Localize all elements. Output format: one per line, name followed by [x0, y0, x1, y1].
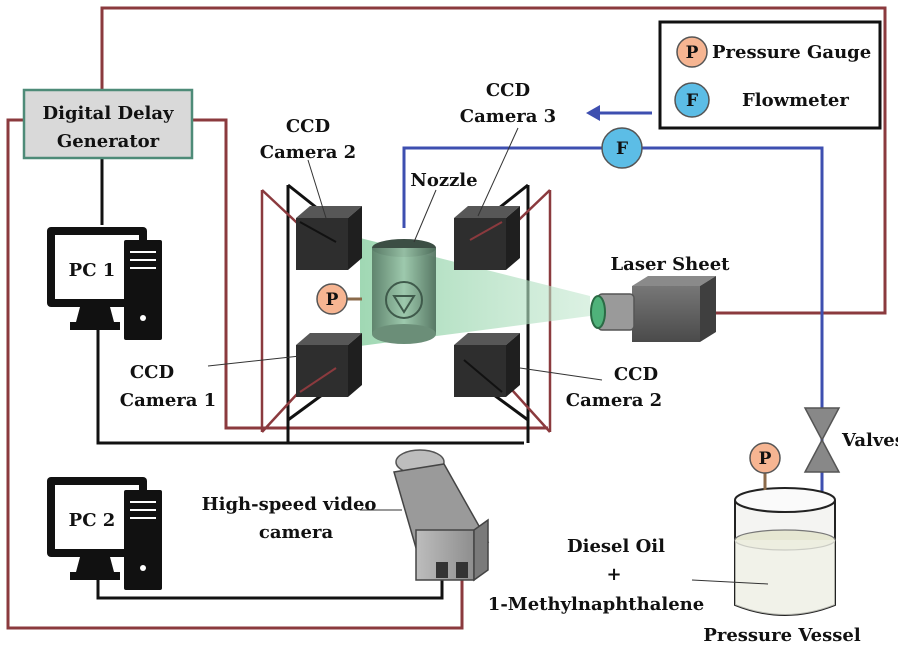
legend-pressure-symbol: P: [686, 43, 699, 63]
pc1-label: PC 1: [69, 260, 116, 281]
flowmeter-symbol: F: [616, 139, 628, 159]
pressure-gauge-chamber: P: [316, 283, 362, 315]
fuel-label-3: 1-Methylnaphthalene: [488, 594, 704, 615]
pressure-gauge-vessel: P: [749, 442, 781, 474]
leader-lines: [207, 127, 769, 585]
high-speed-video-camera: [393, 449, 490, 582]
ccd-camera-3-label-1: CCD: [486, 80, 530, 101]
fuel-label-1: Diesel Oil: [567, 536, 665, 557]
cable-highspeed-to-pc2: [96, 565, 444, 600]
ccd-camera-2-right-label-1: CCD: [614, 364, 658, 385]
generator-label-line2: Generator: [57, 131, 160, 152]
wire-generator-to-laser: [100, 6, 887, 315]
fuel-label-2: +: [606, 564, 621, 585]
valve: [803, 407, 841, 473]
ccd-camera-3: [454, 206, 520, 270]
legend-flow-symbol: F: [686, 91, 698, 111]
wire-generator-to-highspeed: [6, 118, 464, 630]
laser-sheet-label: Laser Sheet: [611, 254, 731, 275]
pc2-label: PC 2: [69, 510, 116, 531]
high-speed-camera-label-1: High-speed video: [202, 494, 377, 515]
signal-wires: [6, 6, 887, 630]
ccd-camera-1-label-2: Camera 1: [120, 390, 216, 411]
digital-delay-generator: Digital Delay Generator: [22, 88, 194, 160]
ccd-camera-1: [296, 333, 362, 397]
valves-label: Valves: [841, 430, 898, 451]
pc2: PC 2: [47, 477, 162, 590]
ccd-camera-2-left-label-1: CCD: [286, 116, 330, 137]
ccd-camera-3-label-2: Camera 3: [460, 106, 556, 127]
cable-cameras-to-pc1: [96, 330, 524, 445]
nozzle: [372, 239, 436, 344]
ccd-camera-2-right-label-2: Camera 2: [566, 390, 662, 411]
arrow-head: [586, 105, 600, 121]
ccd-camera-2-right: [454, 333, 520, 397]
ccd-camera-2-left-label-2: Camera 2: [260, 142, 356, 163]
laser-sheet-unit: [590, 276, 716, 342]
high-speed-camera-label-2: camera: [259, 522, 334, 543]
pressure-vessel: [734, 472, 836, 616]
nozzle-label: Nozzle: [410, 170, 477, 191]
gauge-chamber-symbol: P: [326, 290, 339, 310]
ccd-camera-1-label-1: CCD: [130, 362, 174, 383]
legend: P Pressure Gauge F Flowmeter: [658, 20, 882, 130]
data-cables: [96, 158, 524, 600]
legend-flow-label: Flowmeter: [742, 90, 849, 111]
ccd-camera-2-left: [296, 206, 362, 270]
pc1: PC 1: [47, 227, 162, 340]
pressure-vessel-label: Pressure Vessel: [703, 625, 861, 646]
gauge-vessel-symbol: P: [759, 449, 772, 469]
generator-label-line1: Digital Delay: [43, 103, 175, 124]
legend-pressure-label: Pressure Gauge: [712, 42, 871, 63]
wire-generator-to-frame: [192, 118, 548, 430]
flowmeter: F: [601, 127, 643, 169]
labels: CCD Camera 2 CCD Camera 3 Nozzle Laser S…: [120, 80, 898, 646]
